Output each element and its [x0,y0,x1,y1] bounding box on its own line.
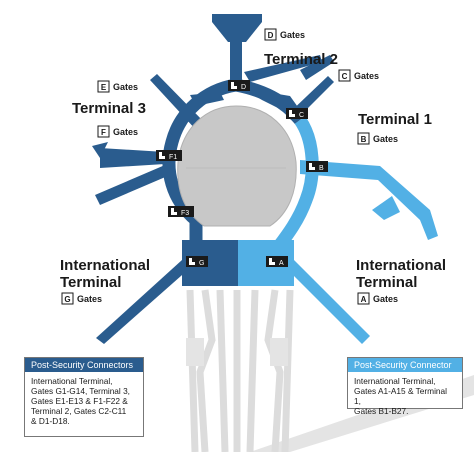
legend-left-title: Post-Security Connectors [25,358,143,372]
legend-right-body: International Terminal, Gates A1-A15 & T… [348,372,462,420]
garage-left [186,338,204,366]
checkpoint-d: D [228,80,250,91]
terminal-2-pier [212,14,322,112]
legend-left-line: Terminal 2, Gates C2-C11 [31,406,127,416]
gate-group-g: G Gates [61,292,102,305]
security-checkpoint-icon [289,110,295,117]
legend-right-title: Post-Security Connector [348,358,462,372]
svg-text:Gates: Gates [280,30,305,40]
garage-roads [186,289,294,452]
security-checkpoint-icon [309,163,315,170]
terminal-2-label: Terminal 2 [264,51,338,68]
svg-text:D: D [241,84,246,91]
international-terminal-left-label-line1: International [60,257,150,274]
legend-left-line: Gates E1-E13 & F1-F22 & [31,396,128,406]
terminal-3-label: Terminal 3 [72,100,146,117]
security-checkpoint-icon [189,258,195,265]
legend-right-line: Gates A1-A15 & Terminal 1, [354,386,448,406]
gate-group-c: C Gates [338,69,379,82]
svg-text:Gates: Gates [373,294,398,304]
checkpoint-f1: F1 [156,150,182,161]
gate-group-d: D Gates [264,28,305,41]
terminal-1-label: Terminal 1 [358,111,432,128]
legend-left-line: International Terminal, [31,376,113,386]
legend-left-body: International Terminal, Gates G1-G14, Te… [25,372,143,430]
svg-text:A: A [361,295,367,304]
checkpoint-g: G [186,256,208,267]
svg-text:F1: F1 [169,154,177,161]
svg-text:A: A [279,260,284,267]
legend-left-line: & D1-D18. [31,416,70,426]
checkpoint-b: B [306,161,328,172]
gate-group-f: F Gates [97,125,138,138]
legend-post-security-connectors: Post-Security Connectors International T… [24,357,144,437]
international-terminal-left-label-line2: Terminal [60,274,121,291]
svg-text:E: E [101,83,107,92]
gate-group-a: A Gates [357,292,398,305]
svg-text:Gates: Gates [113,127,138,137]
checkpoint-a: A [266,256,288,267]
international-terminal-right-label-line1: International [356,257,446,274]
legend-right-line: Gates B1-B27. [354,406,409,416]
checkpoint-f3: F3 [168,206,194,217]
international-terminal-right-label-line2: Terminal [356,274,417,291]
central-garage-island [177,105,297,227]
security-checkpoint-icon [269,258,275,265]
svg-text:Gates: Gates [77,294,102,304]
svg-text:F3: F3 [181,210,189,217]
svg-text:G: G [199,260,204,267]
garage-right [270,338,288,366]
legend-post-security-connector: Post-Security Connector International Te… [347,357,463,416]
svg-text:B: B [361,135,367,144]
legend-left-line: Gates G1-G14, Terminal 3, [31,386,130,396]
checkpoint-c: C [286,108,308,119]
legend-right-line: International Terminal, [354,376,436,386]
svg-text:F: F [101,128,106,137]
svg-text:B: B [319,165,324,172]
svg-text:D: D [268,31,274,40]
security-checkpoint-icon [159,152,165,159]
svg-text:C: C [299,112,304,119]
svg-text:Gates: Gates [354,71,379,81]
security-checkpoint-icon [231,82,237,89]
svg-text:G: G [64,295,70,304]
svg-text:Gates: Gates [113,82,138,92]
terminal-3-piers [92,74,224,205]
security-checkpoint-icon [171,208,177,215]
gate-group-b: B Gates [357,132,398,145]
gate-group-e: E Gates [97,80,138,93]
svg-text:C: C [342,72,348,81]
svg-text:Gates: Gates [373,134,398,144]
